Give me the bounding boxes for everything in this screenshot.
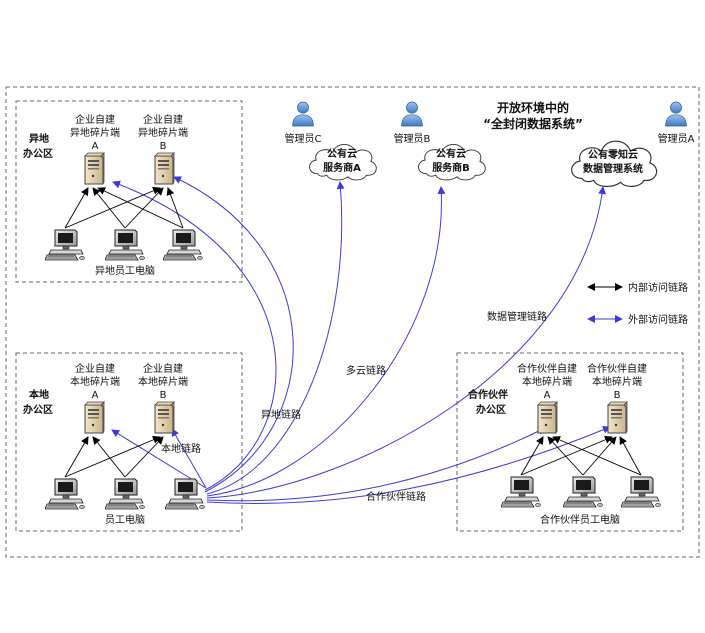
server-icon [84,401,105,434]
multicloud-link-b [206,186,446,497]
datamgmt-link [206,186,607,499]
server-icon [537,401,558,434]
local-link-b [171,428,207,489]
local-office-box [15,352,243,532]
computer-icon [501,476,541,508]
partner-pcs-label: 合作伙伴员工电脑 [540,513,620,526]
admin-icon [665,101,687,127]
diagram-title-line1: 开放环境中的 [497,100,569,115]
partner-office-box [456,352,684,532]
local-server-b-label-1: 企业自建 [143,362,183,375]
computer-icon [163,229,203,261]
remote-office-name-1: 异地 [29,132,49,145]
server-icon [607,401,628,434]
cloud-a-label-1: 公有云 [327,147,357,160]
partner-office-name-2: 办公区 [476,403,506,416]
partner-office: 合作伙伴 办公区 合作伙伴自建 本地碎片端 A 合作伙伴自建 本地碎片端 B 合… [467,362,661,526]
remote-server-a-label-2: 异地碎片端 [70,126,120,139]
cloud-b: 管理员B 公有云 服务商B [394,101,486,181]
admin-c-label: 管理员C [285,132,322,145]
local-server-b-tag: B [160,390,167,401]
admin-a-label: 管理员A [658,132,695,145]
partner-server-a-label-2: 本地碎片端 [522,375,572,388]
remote-pcs-label: 异地员工电脑 [95,264,155,277]
local-office-name-1: 本地 [29,388,49,401]
admin-icon [401,101,423,127]
local-link-label: 本地链路 [161,442,201,455]
remote-server-b-label-1: 企业自建 [143,113,183,126]
partner-server-a-tag: A [544,390,551,401]
remote-server-a-tag: A [92,141,99,152]
remote-server-b-label-2: 异地碎片端 [138,126,188,139]
cloud-c: 管理员A 公有零知云 数据管理系统 [571,101,695,188]
remote-office-name-2: 办公区 [23,147,53,160]
remote-server-b-tag: B [160,141,167,152]
multicloud-link-label: 多云链路 [346,364,386,377]
local-server-b-label-2: 本地碎片端 [138,375,188,388]
server-icon [154,152,175,185]
admin-b-label: 管理员B [394,132,431,145]
partner-link-b [206,425,611,504]
remote-office: 异地 办公区 企业自建 异地碎片端 A 企业自建 异地碎片端 B 异地员工电脑 [23,113,203,277]
computer-icon [621,476,661,508]
computer-icon [45,229,85,261]
remote-link-a [112,180,277,491]
remote-link-label: 异地链路 [261,408,301,421]
legend-internal-label: 内部访问链路 [628,281,688,294]
computer-icon [105,478,145,510]
legend-external-label: 外部访问链路 [628,313,688,326]
local-office-name-2: 办公区 [23,403,53,416]
partner-link-a [206,427,546,502]
server-icon [154,401,175,434]
diagram-title-line2: “全封闭数据系统” [483,116,583,131]
remote-link-b [173,176,294,493]
local-link-a [111,429,207,489]
admin-icon [292,101,314,127]
cloud-b-label-2: 服务商B [432,161,470,174]
cloud-a: 管理员C 公有云 服务商A [285,101,377,181]
local-server-a-label-2: 本地碎片端 [70,375,120,388]
cloud-c-label-2: 数据管理系统 [583,162,643,175]
outer-frame [5,86,700,558]
multicloud-link-a [206,181,345,495]
partner-office-name-1: 合作伙伴 [467,388,508,401]
cloud-a-label-2: 服务商A [323,161,361,174]
partner-server-b-label-2: 本地碎片端 [592,375,642,388]
cloud-c-label-1: 公有零知云 [588,148,638,161]
internal-links [64,187,642,478]
partner-server-b-label-1: 合作伙伴自建 [587,362,647,375]
computer-icon [45,478,85,510]
local-server-a-label-1: 企业自建 [75,362,115,375]
local-server-a-tag: A [92,390,99,401]
partner-server-b-tag: B [614,390,621,401]
datamgmt-link-label: 数据管理链路 [487,310,547,323]
computer-icon [105,229,145,261]
legend: 内部访问链路 外部访问链路 [587,281,688,326]
external-links [111,176,611,504]
cloud-b-label-1: 公有云 [436,147,466,160]
partner-server-a-label-1: 合作伙伴自建 [517,362,577,375]
local-pcs-label: 员工电脑 [105,513,145,526]
remote-server-a-label-1: 企业自建 [75,113,115,126]
local-office: 本地 办公区 企业自建 本地碎片端 A 企业自建 本地碎片端 B 员工电脑 [23,362,205,526]
server-icon [84,152,105,185]
computer-icon [563,476,603,508]
partner-link-label: 合作伙伴链路 [366,490,426,503]
remote-office-box [15,100,243,283]
